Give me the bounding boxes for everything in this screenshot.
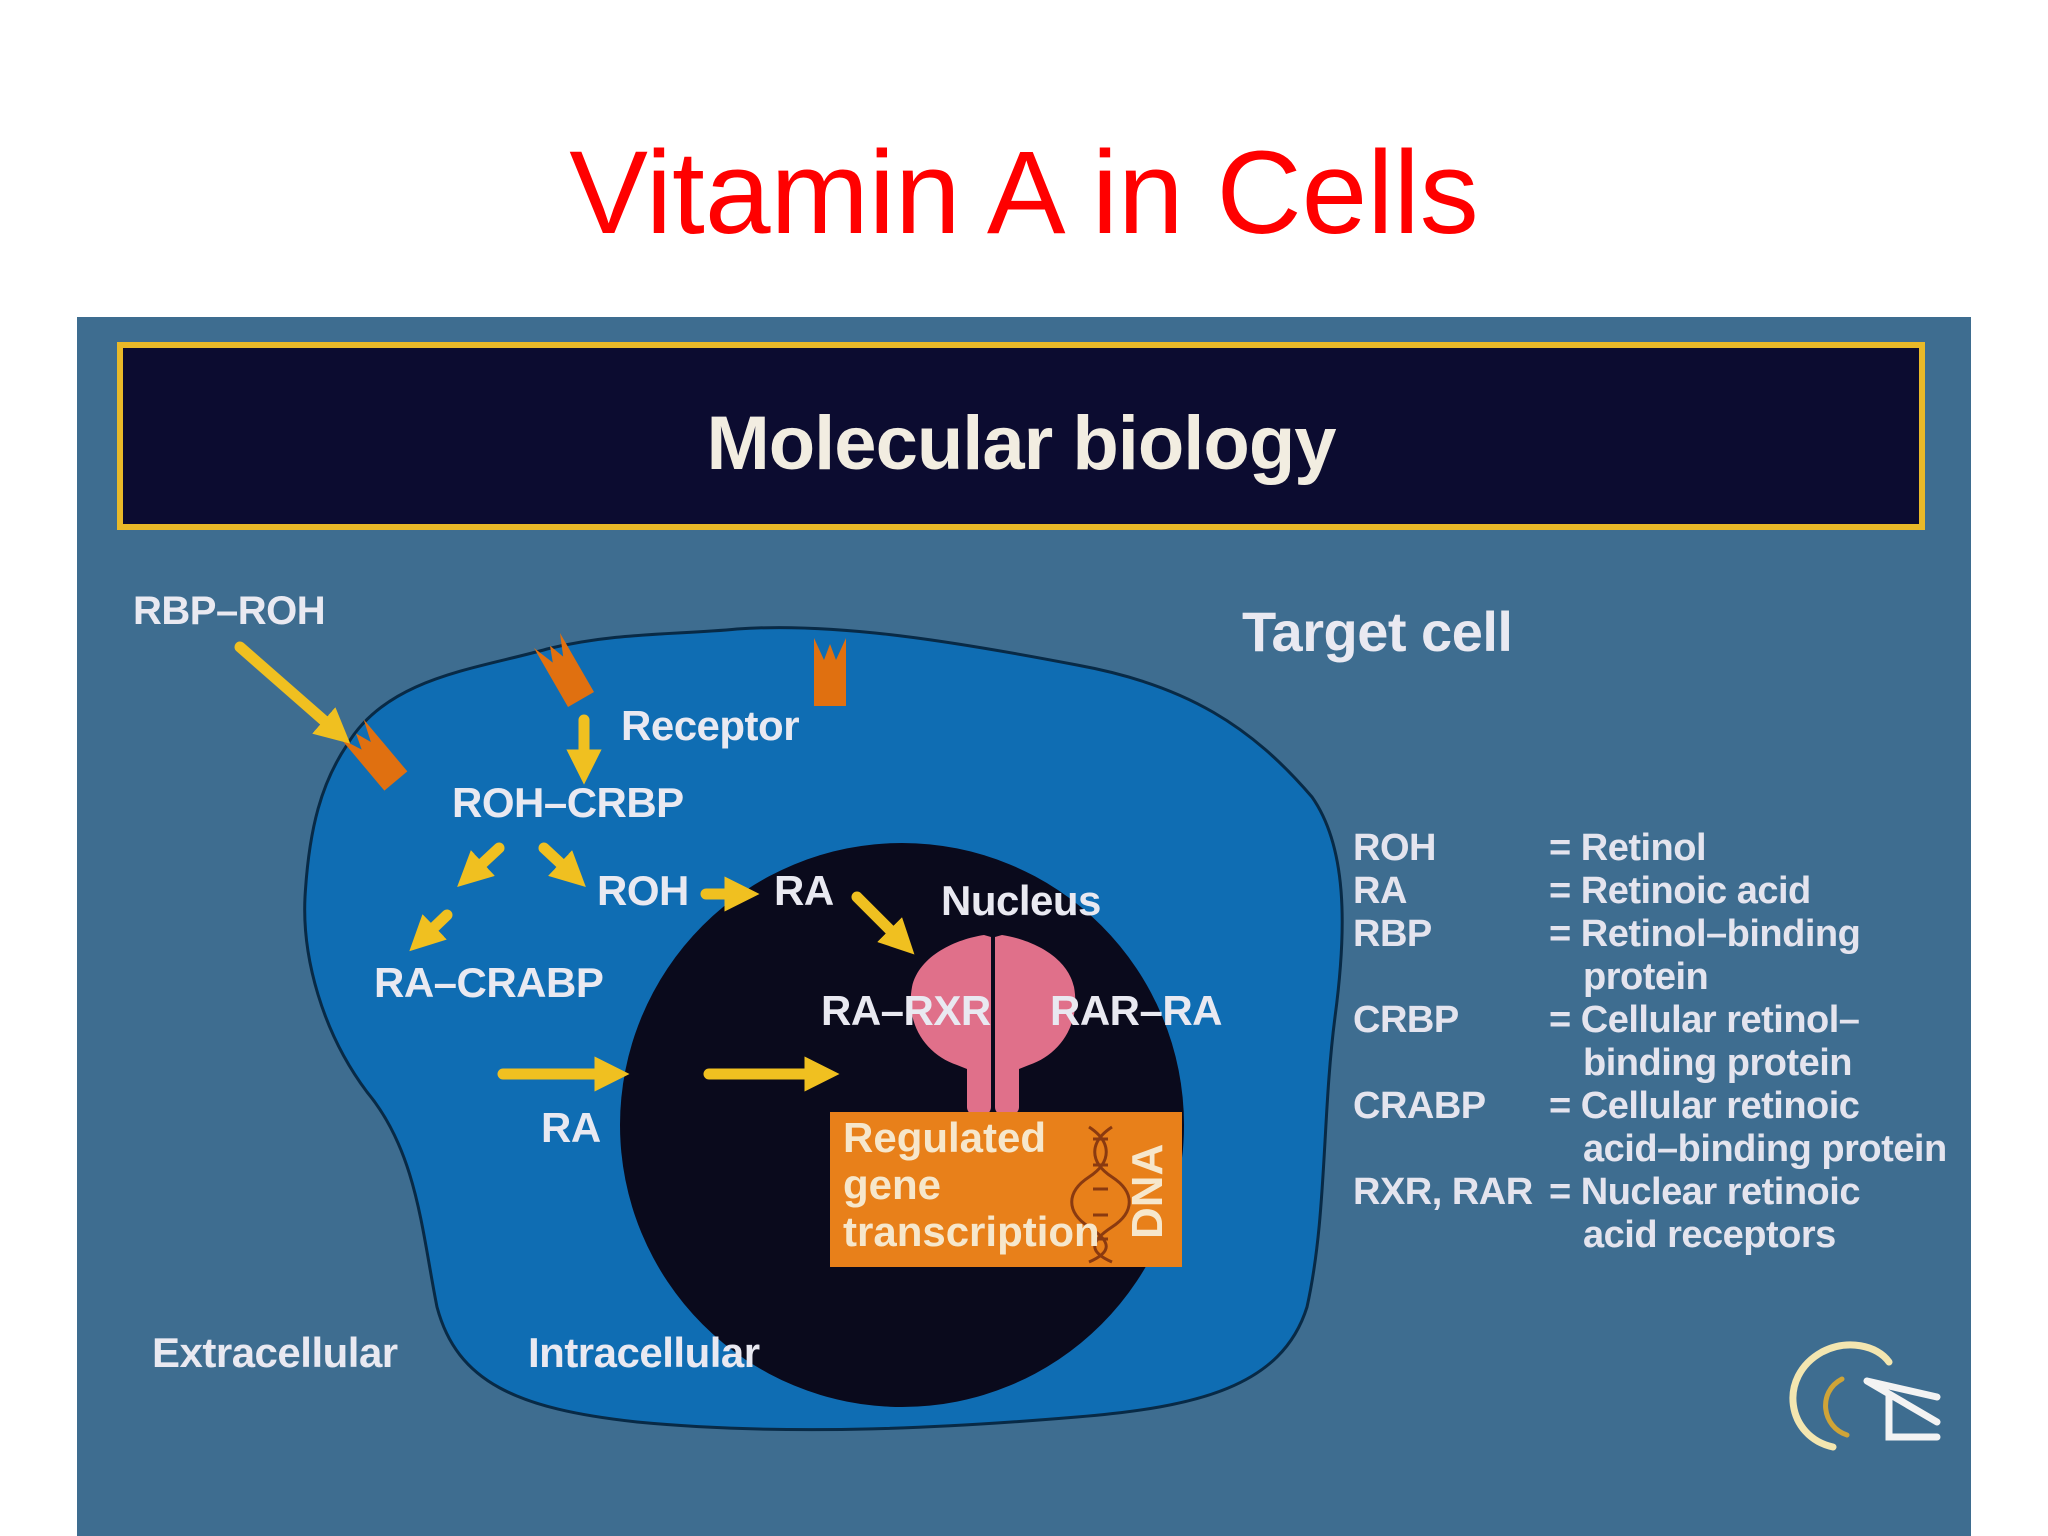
dna-helix-icon (1070, 1125, 1131, 1264)
arrow-crbp-right (538, 842, 586, 887)
receptor-top-left (534, 633, 594, 707)
ra-label-top: RA (774, 867, 834, 914)
legend-def-crabp-1: = Cellular retinoic (1549, 1085, 1860, 1127)
rxr-protein (910, 935, 991, 1116)
arrow-to-crabp (409, 909, 453, 952)
ra-crabp-label: RA–CRABP (374, 959, 604, 1006)
receptor-top-right (814, 638, 846, 706)
receptor-left (340, 719, 408, 791)
dna-label: DNA (1123, 1143, 1172, 1239)
legend-abbr-crbp: CRBP (1353, 999, 1459, 1041)
nucleus-label: Nucleus (941, 877, 1101, 924)
roh-label: ROH (597, 867, 689, 914)
gene-line-1: Regulated (843, 1114, 1047, 1161)
target-cell-label: Target cell (1242, 600, 1513, 663)
roh-crbp-label: ROH–CRBP (452, 779, 684, 826)
rbp-roh-label: RBP–ROH (133, 589, 326, 633)
banner-title: Molecular biology (706, 401, 1336, 486)
legend-abbr-rxr-rar: RXR, RAR (1353, 1171, 1533, 1213)
banner: Molecular biology (117, 342, 1925, 530)
legend-def-crbp-2: binding protein (1583, 1042, 1853, 1084)
legend-abbr-ra: RA (1353, 870, 1407, 912)
slide-title: Vitamin A in Cells (569, 127, 1479, 259)
legend-def-rxr-rar-2: acid receptors (1583, 1214, 1836, 1256)
cell-diagram (234, 626, 1941, 1451)
corner-logo (1789, 1341, 1941, 1451)
receptor-label: Receptor (621, 702, 800, 749)
arrow-rbp-roh (234, 641, 351, 744)
gene-line-3: transcription (843, 1208, 1100, 1255)
ra-label-bottom: RA (541, 1104, 601, 1151)
rar-protein (995, 935, 1076, 1116)
extracellular-label: Extracellular (152, 1329, 398, 1376)
intracellular-label: Intracellular (528, 1329, 760, 1376)
legend-def-rbp-1: = Retinol–binding (1549, 913, 1861, 955)
legend-def-roh: = Retinol (1549, 827, 1707, 869)
legend-def-ra: = Retinoic acid (1549, 870, 1811, 912)
legend-def-crabp-2: acid–binding protein (1583, 1128, 1947, 1170)
ra-rxr-label: RA–RXR (821, 987, 991, 1034)
gene-box (830, 1112, 1182, 1267)
rar-ra-label: RAR–RA (1050, 987, 1223, 1034)
legend-def-crbp-1: = Cellular retinol– (1549, 999, 1860, 1041)
diagram-panel: Molecular biology (77, 317, 1971, 1536)
legend-abbr-crabp: CRABP (1353, 1085, 1486, 1127)
legend-abbr-rbp: RBP (1353, 913, 1432, 955)
arrow-ra-nucleus (851, 891, 915, 955)
arrow-crbp-left (457, 842, 505, 887)
legend-abbr-roh: ROH (1353, 827, 1436, 869)
gene-line-2: gene (843, 1161, 942, 1208)
legend-def-rxr-rar-1: = Nuclear retinoic (1549, 1171, 1860, 1213)
legend-def-rbp-2: protein (1583, 956, 1709, 998)
